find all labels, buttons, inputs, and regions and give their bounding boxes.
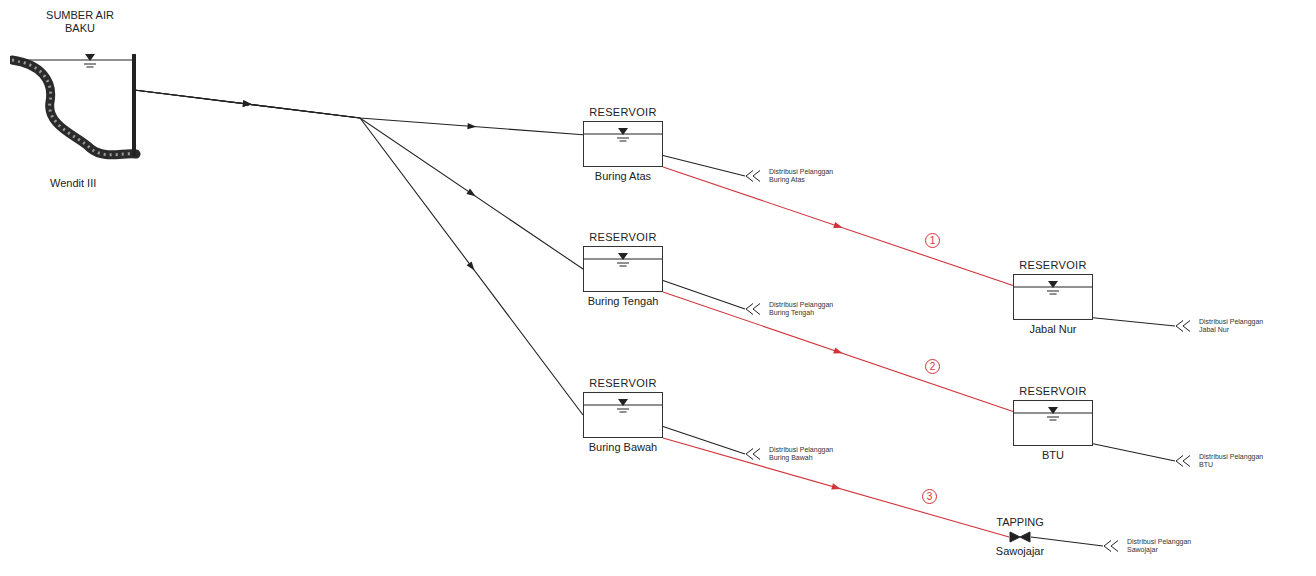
reservoir-box xyxy=(583,392,663,438)
node-heading: RESERVOIR xyxy=(1019,385,1086,398)
callout-number: 3 xyxy=(922,489,937,504)
distribution-label: Distribusi Pelanggan Buring Bawah xyxy=(769,446,847,462)
distribution-node: Distribusi Pelanggan Sawojajar xyxy=(1103,538,1205,554)
connectors xyxy=(134,90,1175,546)
pipe-end-symbol xyxy=(745,170,761,182)
arrowhead xyxy=(466,189,477,199)
pipe-connector xyxy=(134,90,583,135)
node-name: BTU xyxy=(1042,449,1064,462)
pipe-end-symbol xyxy=(745,303,761,315)
pipe-end-symbol xyxy=(1175,455,1191,467)
valve-symbol xyxy=(1009,531,1031,543)
distribution-label: Distribusi Pelanggan Jabal Nur xyxy=(1199,318,1277,334)
pipe-connector xyxy=(663,292,1013,412)
water-level-symbol xyxy=(584,393,662,437)
distribution-node: Distribusi Pelanggan BTU xyxy=(1175,453,1277,469)
pipe-connector xyxy=(663,438,1009,537)
source-heading: SUMBER AIR BAKU xyxy=(40,9,120,35)
node-heading: RESERVOIR xyxy=(1019,259,1086,272)
pipe-end-symbol xyxy=(1175,320,1191,332)
node-heading: TAPPING xyxy=(996,516,1043,529)
water-level-symbol xyxy=(584,247,662,291)
reservoir-node: RESERVOIR Buring Bawah xyxy=(583,377,663,454)
distribution-node: Distribusi Pelanggan Buring Bawah xyxy=(745,446,847,462)
tapping-node: TAPPING Sawojajar xyxy=(985,516,1055,558)
node-name: Sawojajar xyxy=(996,545,1044,558)
pipe-connector xyxy=(1093,318,1175,326)
callout-number: 1 xyxy=(925,233,940,248)
pipe-connector xyxy=(134,90,583,415)
arrowhead xyxy=(243,100,253,107)
distribution-label: Distribusi Pelanggan Buring Atas xyxy=(769,168,847,184)
reservoir-node: RESERVOIR Buring Atas xyxy=(583,106,663,183)
pipe-end-symbol xyxy=(745,448,761,460)
pipe-connector xyxy=(663,167,1013,286)
node-name: Buring Tengah xyxy=(588,295,659,308)
water-level-symbol xyxy=(1014,275,1092,319)
node-heading: RESERVOIR xyxy=(589,106,656,119)
pipe-connector xyxy=(134,90,583,269)
pipe-connector xyxy=(1031,537,1103,546)
arrowheads xyxy=(243,100,844,492)
arrowhead xyxy=(833,222,844,231)
water-source-node: SUMBER AIR BAKU Wendit III xyxy=(10,5,150,195)
reservoir-box xyxy=(583,121,663,167)
arrowhead xyxy=(831,483,841,492)
distribution-label: Distribusi Pelanggan Buring Tengah xyxy=(769,301,847,317)
water-level-symbol xyxy=(1014,401,1092,445)
pipe-connector xyxy=(663,156,745,177)
node-name: Buring Bawah xyxy=(589,441,658,454)
node-name: Jabal Nur xyxy=(1029,323,1076,336)
node-name: Buring Atas xyxy=(595,170,651,183)
arrowhead xyxy=(467,123,476,130)
distribution-label: Distribusi Pelanggan BTU xyxy=(1199,453,1277,469)
arrowhead xyxy=(243,100,253,107)
pipe-connector xyxy=(663,281,745,310)
callout-number: 2 xyxy=(925,359,940,374)
reservoir-node: RESERVOIR Buring Tengah xyxy=(583,231,663,308)
water-source-illustration xyxy=(10,40,150,165)
arrowhead xyxy=(467,261,478,272)
reservoir-box xyxy=(1013,400,1093,446)
node-heading: RESERVOIR xyxy=(589,377,656,390)
source-name: Wendit III xyxy=(50,177,96,190)
node-heading: RESERVOIR xyxy=(589,231,656,244)
reservoir-box xyxy=(1013,274,1093,320)
reservoir-node: RESERVOIR Jabal Nur xyxy=(1013,259,1093,336)
water-level-symbol xyxy=(584,122,662,166)
distribution-node: Distribusi Pelanggan Jabal Nur xyxy=(1175,318,1277,334)
pipe-end-symbol xyxy=(1103,540,1119,552)
arrowhead xyxy=(243,100,253,107)
distribution-node: Distribusi Pelanggan Buring Atas xyxy=(745,168,847,184)
distribution-node: Distribusi Pelanggan Buring Tengah xyxy=(745,301,847,317)
distribution-label: Distribusi Pelanggan Sawojajar xyxy=(1127,538,1205,554)
reservoir-node: RESERVOIR BTU xyxy=(1013,385,1093,462)
reservoir-box xyxy=(583,246,663,292)
arrowhead xyxy=(833,347,844,356)
pipe-connector xyxy=(1093,444,1175,461)
